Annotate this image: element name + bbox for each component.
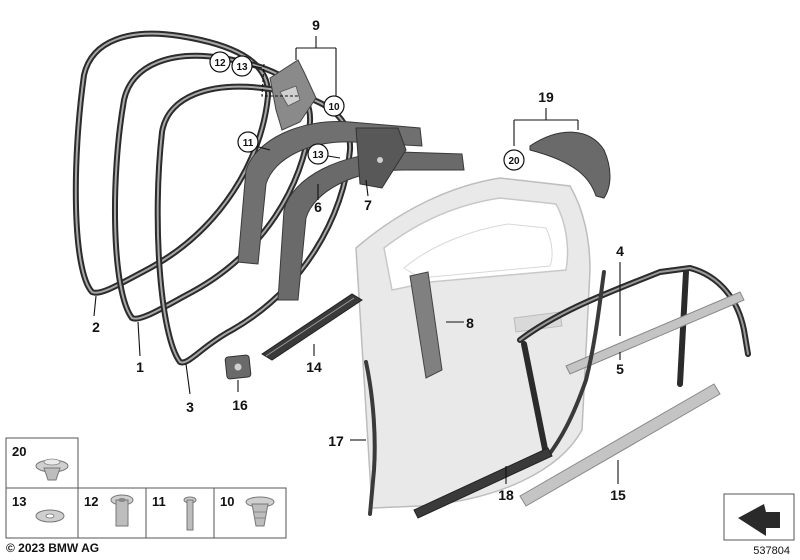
circle-label-10[interactable]: 10 <box>323 95 345 117</box>
svg-text:11: 11 <box>243 138 254 149</box>
label-part-18[interactable]: 18 <box>498 487 514 503</box>
diagram-reference-number: 537804 <box>753 545 790 557</box>
push-clip-20-icon <box>35 458 69 481</box>
legend-label-12: 12 <box>84 494 98 509</box>
expanding-clip-10-icon <box>245 496 275 527</box>
circle-label-20[interactable]: 20 <box>503 149 525 171</box>
svg-text:12: 12 <box>214 58 226 69</box>
label-part-17[interactable]: 17 <box>328 433 344 449</box>
leader-lines <box>93 36 621 484</box>
label-part-14[interactable]: 14 <box>306 359 322 375</box>
outer-belt-seal-18[interactable] <box>413 447 553 519</box>
label-part-8[interactable]: 8 <box>466 315 474 331</box>
label-part-9[interactable]: 9 <box>312 17 320 33</box>
legend-cell-10-box <box>213 487 287 539</box>
legend-label-10: 10 <box>220 494 234 509</box>
window-slot-seal-5[interactable] <box>565 291 745 375</box>
a-pillar-seal[interactable] <box>546 270 606 458</box>
circle-label-12[interactable]: 12 <box>209 51 231 73</box>
circle-label-13-mid[interactable]: 13 <box>307 143 329 165</box>
legend-cell-11-box <box>145 487 215 539</box>
circle-label-13-top[interactable]: 13 <box>231 55 253 77</box>
frame-trim-6[interactable] <box>237 121 465 301</box>
svg-text:13: 13 <box>312 150 324 161</box>
copyright-text: © 2023 BMW AG <box>6 541 99 555</box>
svg-text:20: 20 <box>508 156 520 167</box>
label-part-6[interactable]: 6 <box>314 199 322 215</box>
door-edge-seal-17[interactable] <box>364 360 377 516</box>
label-part-2[interactable]: 2 <box>92 319 100 335</box>
mirror-triangle-cover-19[interactable] <box>529 131 611 199</box>
label-part-7[interactable]: 7 <box>364 197 372 213</box>
legend-label-20: 20 <box>12 444 26 459</box>
circle-label-11[interactable]: 11 <box>237 131 259 153</box>
b-pillar-trim-8[interactable] <box>409 271 443 379</box>
trim-strip-15[interactable] <box>519 383 721 507</box>
sealing-pad-16[interactable] <box>224 354 252 380</box>
svg-text:13: 13 <box>236 62 248 73</box>
svg-text:10: 10 <box>328 102 340 113</box>
part-labels: 9 19 2 1 3 6 7 8 14 16 17 18 15 4 5 <box>92 17 626 503</box>
legend-cell-12-box <box>77 487 147 539</box>
label-part-5[interactable]: 5 <box>616 361 624 377</box>
label-part-16[interactable]: 16 <box>232 397 248 413</box>
washer-13-icon <box>35 509 65 523</box>
legend-label-13: 13 <box>12 494 26 509</box>
label-part-15[interactable]: 15 <box>610 487 626 503</box>
label-part-4[interactable]: 4 <box>616 243 624 259</box>
bolt-11-icon <box>183 496 197 531</box>
door-seal-1[interactable] <box>111 52 314 322</box>
pillar-trim-7[interactable] <box>355 127 407 189</box>
window-channel-4[interactable] <box>517 265 751 457</box>
guide-rail-14[interactable] <box>261 293 363 361</box>
fastener-legend: 20 13 12 11 10 <box>5 437 287 539</box>
label-part-19[interactable]: 19 <box>538 89 554 105</box>
label-part-3[interactable]: 3 <box>186 399 194 415</box>
screw-12-icon <box>110 494 134 527</box>
legend-label-11: 11 <box>152 494 166 509</box>
label-part-1[interactable]: 1 <box>136 359 144 375</box>
cover-bracket-9[interactable] <box>261 59 317 131</box>
orientation-arrow-icon <box>723 493 795 541</box>
rear-door-panel[interactable] <box>355 177 591 509</box>
circled-labels: 12 13 10 11 13 20 <box>209 51 525 171</box>
